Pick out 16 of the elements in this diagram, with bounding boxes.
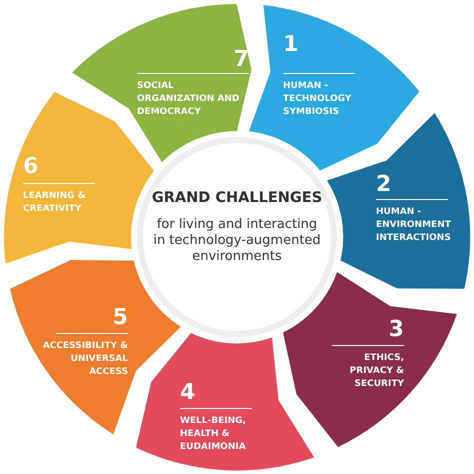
center-title: GRAND CHALLENGES	[150, 189, 324, 207]
segment-label: WELL-BEING, HEALTH & EUDAIMONIA	[180, 414, 247, 454]
segment-number: 3	[388, 318, 404, 342]
segment-label: LEARNING & CREATIVITY	[22, 190, 87, 216]
segment-number: 5	[112, 306, 128, 330]
segment-number: 7	[232, 48, 249, 72]
segment-number: 1	[282, 32, 300, 57]
segment-number: 4	[180, 380, 196, 405]
segment-label: HUMAN - TECHNOLOGY SYMBIOSIS	[282, 80, 352, 119]
segment-number: 2	[376, 172, 392, 197]
center-subtitle: for living and interacting in technology-augmented environments	[152, 217, 322, 265]
segment-label: ACCESSIBILITY & UNIVERSAL ACCESS	[42, 340, 128, 379]
segment-label: HUMAN - ENVIRONMENT INTERACTIONS	[376, 206, 452, 245]
segment-label: ETHICS, PRIVACY & SECURITY	[348, 352, 404, 391]
segment-number: 6	[22, 154, 40, 179]
segment-label: SOCIAL ORGANIZATION AND DEMOCRACY	[136, 80, 240, 119]
